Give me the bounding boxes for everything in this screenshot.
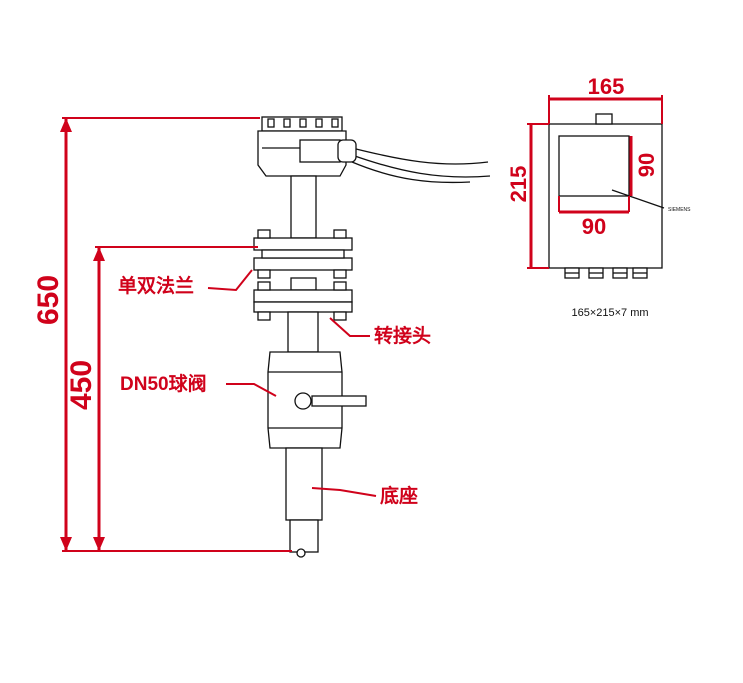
callout-base-label: 底座	[380, 484, 418, 507]
bolt-nut	[333, 229, 347, 239]
upper-stem	[290, 175, 317, 239]
cable	[351, 154, 491, 178]
callout-adapter: 转接头	[329, 317, 431, 347]
upper-flange-gasket	[261, 249, 345, 259]
dim-165-label: 165	[588, 74, 625, 99]
enclosure-size-label: 165×215×7 mm	[571, 307, 648, 319]
callout-ball-valve: DN50球阀	[120, 372, 277, 397]
dim-90-vertical-label: 90	[634, 153, 659, 177]
bolt-nut	[333, 281, 347, 291]
base-hole	[296, 548, 306, 558]
bolt-nut	[257, 269, 271, 279]
callout-adapter-label: 转接头	[374, 324, 431, 347]
bolt-nut	[257, 311, 271, 321]
adapter-flange-bottom	[253, 301, 353, 313]
bolt-nut	[257, 229, 271, 239]
valve-handle	[311, 395, 367, 407]
head-slot	[315, 118, 323, 128]
display-window	[558, 135, 630, 197]
base-tip	[289, 519, 319, 553]
enclosure-hanger	[595, 113, 613, 125]
head-slot	[267, 118, 275, 128]
head-slot	[299, 118, 307, 128]
callout-base: 底座	[311, 484, 418, 507]
enclosure-view: SIEMENS 165 215 90 90 165×215×7 m	[506, 74, 691, 319]
head-junction	[299, 139, 341, 163]
callout-ball-valve-label: DN50球阀	[120, 372, 207, 395]
cable	[351, 161, 471, 184]
gland-row	[564, 267, 648, 279]
dim-215-label: 215	[506, 166, 531, 203]
instrument-assembly	[253, 116, 491, 558]
bolt-nut	[333, 311, 347, 321]
cable	[351, 147, 489, 165]
callout-flange: 单双法兰	[118, 269, 253, 297]
valve-stem-circle	[294, 392, 312, 410]
head-slot	[331, 118, 339, 128]
mid-stem	[290, 277, 317, 291]
dimension-650: 650	[32, 117, 292, 552]
dimension-450: 450	[65, 246, 258, 551]
leader-line	[611, 189, 665, 209]
adapter-flange-top	[253, 289, 353, 303]
dim-90-horizontal-label: 90	[582, 214, 606, 239]
cable-gland	[337, 139, 357, 163]
dim-450-label: 450	[65, 360, 98, 410]
head-slot	[283, 118, 291, 128]
upper-flange-top	[253, 237, 353, 251]
lower-stem	[287, 311, 319, 353]
bolt-nut	[257, 281, 271, 291]
callout-flange-label: 单双法兰	[118, 274, 194, 297]
dim-650-label: 650	[32, 275, 65, 325]
enclosure-tiny-label: SIEMENS	[668, 207, 691, 213]
base-body	[285, 447, 323, 521]
upper-flange-bottom	[253, 257, 353, 271]
bolt-nut	[333, 269, 347, 279]
